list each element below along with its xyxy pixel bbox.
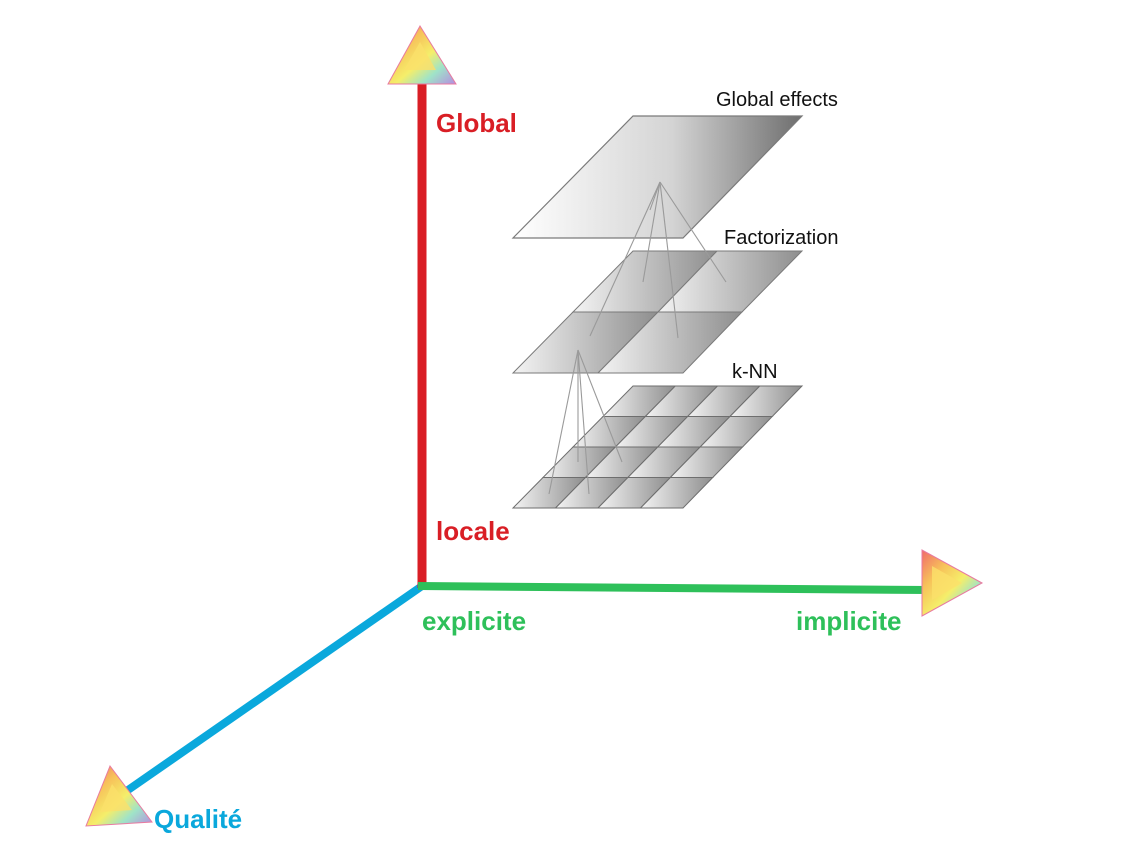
depth-axis-end-label: Qualité (154, 804, 242, 834)
horizontal-axis-line (417, 582, 929, 594)
depth-axis-line (124, 582, 426, 794)
factorization-label: Factorization (724, 227, 839, 249)
rainbow-triangle-icon (387, 25, 457, 85)
knn-layer (511, 385, 804, 509)
rainbow-triangle-icon (85, 764, 153, 827)
knn-label: k-NN (732, 361, 778, 383)
layer-stack-illustration: Global effects Factorization k-NN (511, 89, 839, 509)
global-effects-label: Global effects (716, 89, 838, 111)
rainbow-triangle-icon (921, 549, 984, 617)
factorization-layer (511, 250, 804, 374)
horizontal-axis-start-label: explicite (422, 606, 526, 636)
knn-tile (639, 477, 714, 509)
vertical-axis-bottom-label: locale (436, 516, 510, 546)
layer-connector-lines (548, 181, 727, 495)
horizontal-axis-end-label: implicite (796, 606, 901, 636)
vertical-axis-top-label: Global (436, 108, 517, 138)
global-effects-layer (511, 115, 804, 239)
